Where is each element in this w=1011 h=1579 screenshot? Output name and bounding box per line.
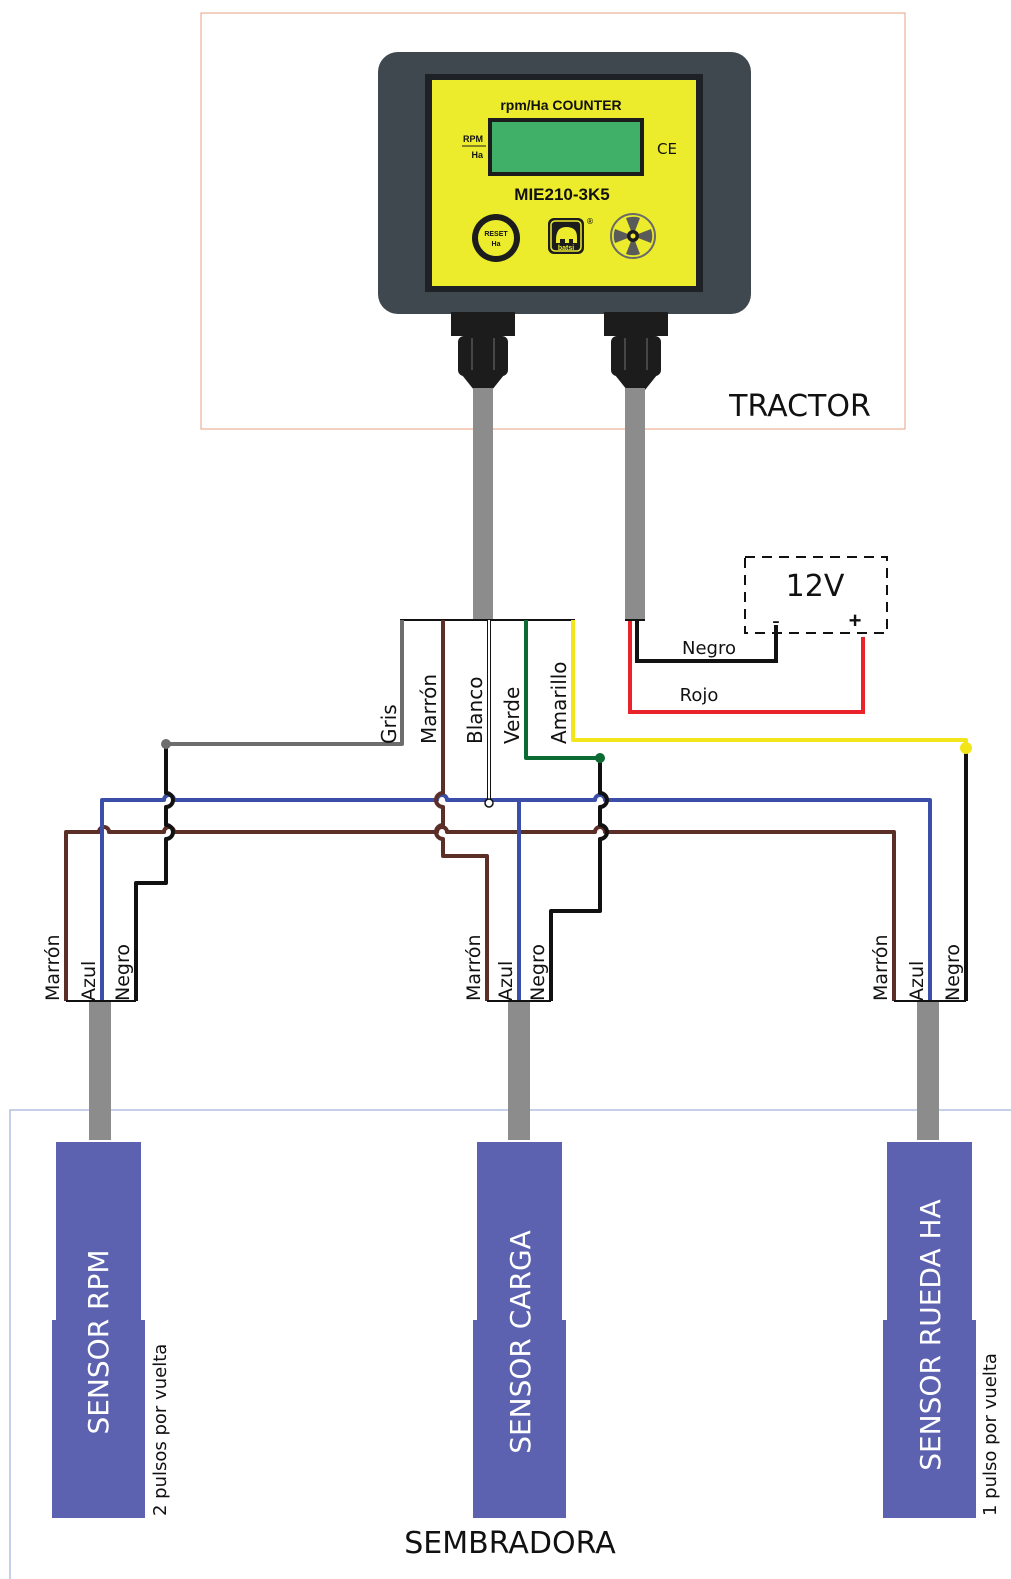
rueda-sensor-cable	[917, 1000, 939, 1140]
blanco-junction	[484, 798, 494, 808]
sembradora-zone	[9, 1109, 1011, 1579]
sensor-rpm-name: SENSOR RPM	[82, 1249, 115, 1434]
gris-label: Gris	[377, 704, 401, 744]
rpm-negro-wire	[134, 744, 175, 1001]
sensor-rueda-note: 1 pulso por vuelta	[980, 1353, 1001, 1516]
verde-label: Verde	[500, 687, 524, 744]
counter-device: rpm/Ha COUNTER RPM Ha CE MIE210-3K5 RESE…	[378, 52, 751, 314]
lcd-screen	[488, 118, 644, 176]
lcd-rpm-label: RPM	[463, 134, 483, 144]
carga-sensor-cable	[508, 1000, 530, 1140]
power-plus-label: +	[849, 608, 862, 633]
marron-main-wire	[434, 620, 489, 1001]
rpm-sensor-cable	[89, 1000, 111, 1140]
sensor-rueda: SENSOR RUEDA HA 1 pulso por vuelta	[883, 1142, 1001, 1518]
sensor-carga: SENSOR CARGA	[473, 1142, 566, 1518]
rueda-negro-label: Negro	[942, 944, 964, 1001]
sensor-rueda-name: SENSOR RUEDA HA	[914, 1199, 947, 1471]
negro-power-wire	[635, 619, 778, 663]
rojo-power-label: Rojo	[680, 685, 719, 706]
carga-marron-label: Marrón	[463, 934, 485, 1001]
power-supply-box	[744, 556, 888, 634]
elephant-logo-icon: batsi ®	[548, 217, 594, 254]
power-minus-label: -	[772, 609, 780, 634]
verde-junction	[595, 753, 605, 763]
sembradora-label: SEMBRADORA	[404, 1526, 616, 1561]
registered-mark: ®	[586, 217, 594, 226]
device-model: MIE210-3K5	[514, 185, 609, 204]
rpm-negro-label: Negro	[112, 944, 134, 1001]
carga-azul-label: Azul	[495, 961, 517, 1001]
sensor-rpm: SENSOR RPM 2 pulsos por vuelta	[52, 1142, 171, 1518]
rpm-marron-label: Marrón	[42, 934, 64, 1001]
signal-wires	[64, 620, 968, 1001]
power-supply-label: 12V	[786, 569, 845, 604]
brand-label: batsi	[558, 245, 574, 252]
device-title: rpm/Ha COUNTER	[500, 97, 621, 113]
rojo-power-wire	[628, 619, 865, 714]
signal-cable	[473, 388, 493, 620]
power-cable	[625, 388, 645, 620]
reset-button-icon: RESET Ha	[472, 214, 520, 262]
carga-negro-wire	[549, 758, 609, 1001]
tractor-label: TRACTOR	[728, 389, 871, 424]
marron-main-label: Marrón	[417, 674, 441, 744]
gris-wire	[166, 620, 404, 746]
right-cable-gland	[604, 312, 668, 390]
left-cable-gland	[451, 312, 515, 390]
gris-junction	[161, 739, 171, 749]
fan-icon	[610, 213, 656, 259]
power-wires	[628, 619, 865, 714]
rueda-azul-label: Azul	[906, 961, 928, 1001]
rueda-marron-label: Marrón	[870, 934, 892, 1001]
lcd-ha-label: Ha	[471, 150, 483, 160]
negro-power-label: Negro	[682, 638, 736, 659]
ce-mark: CE	[657, 140, 677, 158]
marron-bus	[64, 825, 896, 1001]
amarillo-label: Amarillo	[547, 661, 571, 744]
verde-wire	[524, 620, 600, 760]
amarillo-junction	[960, 742, 972, 754]
reset-button-label: RESET	[484, 231, 508, 238]
sensor-rpm-note: 2 pulsos por vuelta	[150, 1344, 171, 1516]
carga-negro-label: Negro	[527, 944, 549, 1001]
reset-button-sublabel: Ha	[492, 241, 501, 248]
blanco-label: Blanco	[463, 677, 487, 744]
sensor-carga-name: SENSOR CARGA	[504, 1230, 537, 1454]
tractor-zone	[200, 12, 906, 430]
rpm-azul-label: Azul	[78, 961, 100, 1001]
